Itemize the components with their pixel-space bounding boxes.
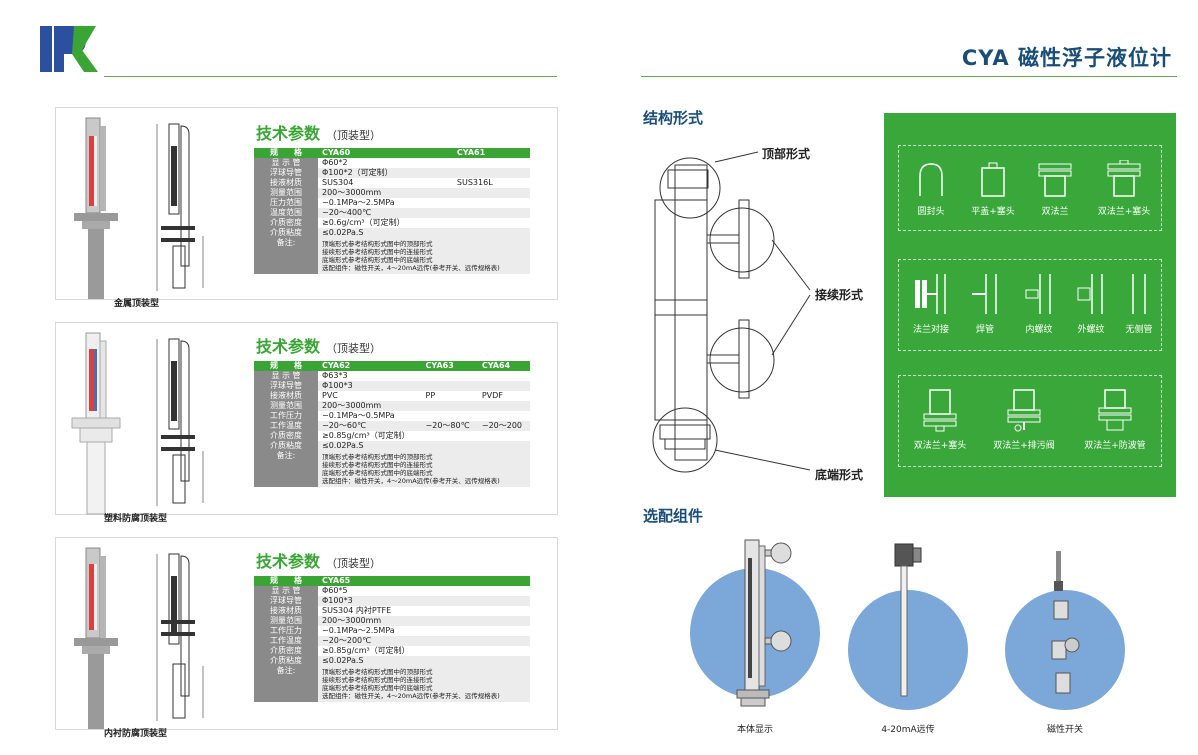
flat-cover-icon — [981, 162, 1005, 197]
option-flange-butt: 法兰对接 — [903, 272, 959, 335]
product-caption: 塑料防腐顶装型 — [104, 514, 168, 524]
label-bottom-form: 底端形式 — [815, 468, 864, 482]
double-flange-plug-icon — [1107, 160, 1141, 197]
option-round-cap: 圆封头 — [909, 160, 953, 217]
no-side-pipe-icon — [1132, 274, 1146, 314]
product-caption: 金属顶装型 — [114, 299, 160, 309]
product-photo-metal — [74, 117, 118, 299]
top-options-group: 圆封头 平盖+塞头 双法兰 双法兰+塞头 — [898, 145, 1162, 231]
option-external-thread: 外螺纹 — [1069, 272, 1113, 335]
product-caption: 内衬防腐顶装型 — [104, 729, 168, 739]
label-connection-form: 接续形式 — [815, 288, 864, 302]
structure-diagram — [652, 151, 811, 473]
flange-butt-icon — [915, 274, 946, 314]
structure-options-panel: 圆封头 平盖+塞头 双法兰 双法兰+塞头 法兰对接 焊管 内螺纹 — [884, 113, 1176, 497]
page-title: CYA 磁性浮子液位计 — [961, 46, 1172, 70]
option-bottom-double-flange-plug: 双法兰+塞头 — [905, 388, 975, 451]
dimension-drawing-lined — [156, 553, 204, 721]
weld-pipe-icon — [972, 274, 997, 314]
company-logo — [40, 26, 98, 72]
round-cap-icon — [919, 163, 943, 196]
dimension-drawing-metal — [156, 123, 204, 291]
option-double-flange: 双法兰 — [1033, 160, 1077, 217]
option-no-side-pipe: 无侧管 — [1117, 272, 1161, 335]
drain-valve-icon — [1007, 389, 1041, 432]
tech-title: 技术参数（顶装型） — [256, 552, 382, 571]
bottom-options-group: 双法兰+塞头 双法兰+排污阀 双法兰+防波管 — [898, 375, 1162, 467]
accessory-label-transmitter: 4-20mA远传 — [881, 725, 935, 735]
tech-title: 技术参数（顶装型） — [256, 124, 382, 143]
label-top-form: 顶部形式 — [762, 147, 811, 161]
section-title-options: 选配组件 — [643, 507, 704, 525]
section-title-structure: 结构形式 — [643, 109, 704, 127]
double-flange-icon — [1038, 163, 1072, 197]
dimension-drawing-plastic — [156, 338, 204, 506]
accessory-circle-transmitter — [848, 590, 968, 710]
option-weld-pipe: 焊管 — [963, 272, 1007, 335]
option-internal-thread: 内螺纹 — [1017, 272, 1061, 335]
external-thread-icon — [1077, 274, 1103, 314]
body-display-drawing — [736, 539, 792, 707]
connection-options-group: 法兰对接 焊管 内螺纹 外螺纹 无侧管 — [898, 259, 1162, 351]
wave-guard-icon — [1098, 389, 1132, 431]
bottom-flange-plug-icon — [923, 389, 957, 432]
option-double-flange-plug: 双法兰+塞头 — [1089, 160, 1159, 217]
accessory-label-switch: 磁性开关 — [1046, 725, 1083, 735]
tech-title: 技术参数（顶装型） — [256, 337, 382, 356]
header-rule-right — [641, 76, 1177, 77]
transmitter-drawing — [894, 543, 922, 697]
internal-thread-icon — [1025, 274, 1051, 314]
product-photo-plastic — [71, 332, 121, 515]
magnetic-switch-drawing — [1051, 551, 1080, 694]
header-rule-left — [104, 76, 557, 77]
option-bottom-drain-valve: 双法兰+排污阀 — [981, 388, 1067, 451]
option-bottom-wave-guard: 双法兰+防波管 — [1071, 388, 1159, 451]
option-flat-cover-plug: 平盖+塞头 — [963, 160, 1023, 217]
product-photo-lined — [74, 547, 118, 729]
accessory-label-body: 本体显示 — [736, 725, 773, 735]
